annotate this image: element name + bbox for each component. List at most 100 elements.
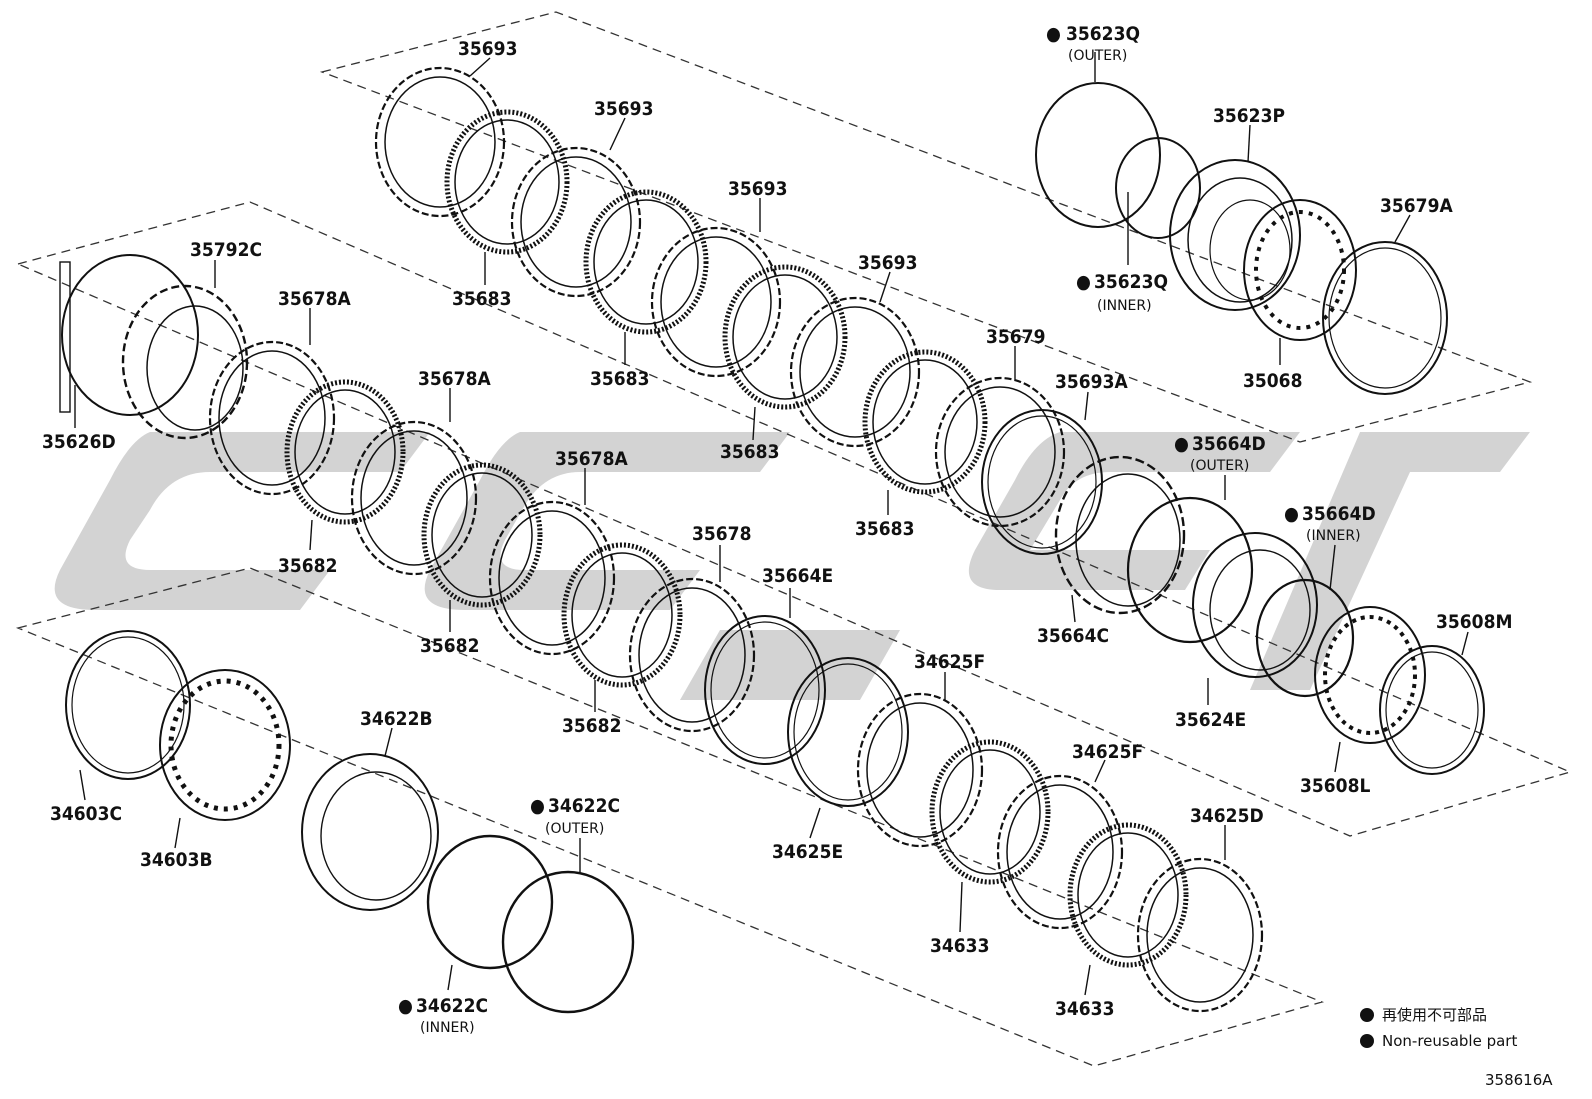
friction-disc-35683-4 xyxy=(862,349,988,495)
part-label: 35608L xyxy=(1300,775,1370,797)
spring-34603B xyxy=(159,669,291,821)
legend-bullet xyxy=(1360,1008,1374,1022)
part-label: 34625E xyxy=(772,841,843,863)
part-label: 35683 xyxy=(452,288,511,310)
part-label: 34603C xyxy=(50,803,122,825)
part-label: 35678A xyxy=(555,448,628,470)
part-label: 34625F xyxy=(1072,741,1143,763)
part-label: 35683 xyxy=(720,441,779,463)
clutch-plate-34625F-1 xyxy=(856,692,984,848)
part-label: 35623Q xyxy=(1066,23,1140,45)
part-label: 35608M xyxy=(1436,611,1512,633)
drum-35626D xyxy=(59,254,199,416)
part-label: 35792C xyxy=(190,239,262,261)
friction-disc-34633-1 xyxy=(929,739,1051,885)
part-label: 35682 xyxy=(420,635,479,657)
legend: 再使用不可部品 Non-reusable part xyxy=(1360,1006,1517,1050)
part-note: (OUTER) xyxy=(545,821,604,837)
legend-label-jp: 再使用不可部品 xyxy=(1382,1006,1487,1024)
part-label: 35678A xyxy=(418,368,491,390)
leader-lines xyxy=(74,52,1469,996)
clutch-plate-35678A-1 xyxy=(208,340,336,496)
o-ring-35664D-inner xyxy=(1255,578,1355,698)
clutch-plate-35693-3 xyxy=(650,226,782,378)
part-label: 35664D xyxy=(1192,433,1266,455)
clutch-plate-35678A-3 xyxy=(488,500,616,656)
part-labels: 35693 35693 35693 35693 35683 35683 3568… xyxy=(42,23,1512,1036)
part-note: (INNER) xyxy=(1097,298,1152,314)
part-note: (INNER) xyxy=(1306,528,1361,544)
snap-ring-34603C xyxy=(65,630,191,780)
non-reusable-mark: ● xyxy=(1046,23,1061,45)
part-note: (OUTER) xyxy=(1068,48,1127,64)
part-label: 35693A xyxy=(1055,371,1128,393)
part-label: 35679A xyxy=(1380,195,1453,217)
legend-label-en: Non-reusable part xyxy=(1382,1032,1517,1050)
part-label: 35624E xyxy=(1175,709,1246,731)
spring-retainer-35068 xyxy=(1243,199,1357,341)
part-label: 35693 xyxy=(728,178,787,200)
snap-ring-34625E xyxy=(787,657,909,807)
clutch-plate-34625D xyxy=(1136,857,1264,1013)
piston-34622B xyxy=(301,753,439,911)
o-ring-35664D-outer xyxy=(1126,496,1254,644)
clutch-plate-35678 xyxy=(628,577,756,733)
non-reusable-mark: ● xyxy=(1284,503,1299,525)
part-label: 35678A xyxy=(278,288,351,310)
part-label: 35683 xyxy=(855,518,914,540)
diagram-id-code: 358616A xyxy=(1485,1071,1553,1089)
snap-ring-35608M xyxy=(1379,645,1485,775)
part-label: 34603B xyxy=(140,849,213,871)
friction-disc-35683-2 xyxy=(583,189,709,335)
friction-disc-35682-3 xyxy=(561,542,683,688)
part-note: (OUTER) xyxy=(1190,458,1249,474)
part-label: 35626D xyxy=(42,431,116,453)
part-label: 35693 xyxy=(594,98,653,120)
clutch-plate-35693-1 xyxy=(374,66,506,218)
part-label: 35683 xyxy=(590,368,649,390)
clutch-plate-35693-2 xyxy=(510,146,642,298)
part-label: 35682 xyxy=(278,555,337,577)
friction-disc-35682-1 xyxy=(284,379,406,525)
piston-35623P xyxy=(1169,159,1301,311)
part-label: 34622B xyxy=(360,708,433,730)
part-label: 34622C xyxy=(416,995,488,1017)
non-reusable-mark: ● xyxy=(398,995,413,1017)
part-label: 35664E xyxy=(762,565,833,587)
part-label: 35693 xyxy=(458,38,517,60)
snap-ring-35679A xyxy=(1322,241,1448,395)
clutch-plate-35679 xyxy=(934,376,1066,528)
clutch-plate-35678A-2 xyxy=(350,420,478,576)
part-label: 34625D xyxy=(1190,805,1264,827)
part-label: 34625F xyxy=(914,651,985,673)
spring-35608L xyxy=(1314,606,1426,744)
part-label: 35664C xyxy=(1037,625,1109,647)
clutch-plate-34625F-2 xyxy=(996,774,1124,930)
part-label: 35679 xyxy=(986,326,1045,348)
non-reusable-mark: ● xyxy=(530,795,545,817)
part-drawings xyxy=(59,66,1485,1014)
hub-35792C xyxy=(121,284,249,440)
friction-disc-34633-2 xyxy=(1067,822,1189,968)
part-note: (INNER) xyxy=(420,1020,475,1036)
group-outlines xyxy=(15,11,1572,1067)
o-ring-34622C-outer xyxy=(426,834,554,970)
part-label: 35678 xyxy=(692,523,751,545)
o-ring-35623Q-outer xyxy=(1035,82,1161,228)
legend-bullet xyxy=(1360,1034,1374,1048)
snap-ring-35664E xyxy=(704,615,826,765)
o-ring-34622C-inner xyxy=(501,870,635,1014)
part-label: 34622C xyxy=(548,795,620,817)
non-reusable-mark: ● xyxy=(1174,433,1189,455)
part-label: 35664D xyxy=(1302,503,1376,525)
part-label: 35623Q xyxy=(1094,271,1168,293)
part-label: 34633 xyxy=(930,935,989,957)
part-label: 34633 xyxy=(1055,998,1114,1020)
friction-disc-35683-1 xyxy=(444,109,570,255)
non-reusable-mark: ● xyxy=(1076,271,1091,293)
o-ring-35623Q-inner xyxy=(1115,137,1201,239)
friction-disc-35683-3 xyxy=(722,264,848,410)
friction-disc-35682-2 xyxy=(421,462,543,608)
part-label: 35682 xyxy=(562,715,621,737)
